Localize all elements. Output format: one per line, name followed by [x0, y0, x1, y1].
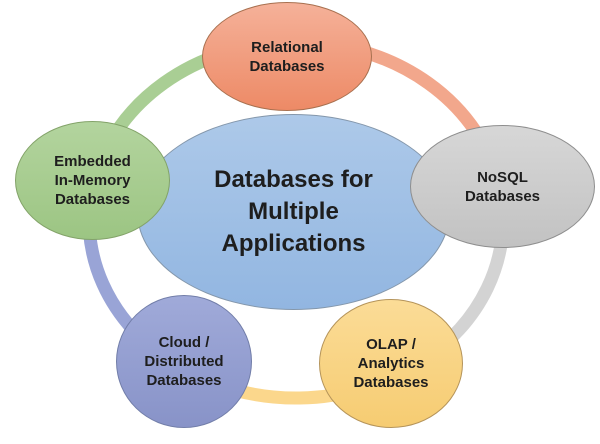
node-nosql-databases: NoSQL Databases [410, 125, 595, 248]
node-label-relational: Relational Databases [249, 38, 325, 75]
center-node-databases-for-multiple-applications: Databases for Multiple Applications [137, 114, 450, 310]
center-node-label: Databases for Multiple Applications [214, 166, 373, 257]
node-label-cloud: Cloud / Distributed Databases [144, 334, 224, 389]
node-label-nosql: NoSQL Databases [464, 168, 541, 205]
node-embedded-in-memory-databases: Embedded In-Memory Databases [15, 121, 170, 240]
node-label-embedded: Embedded In-Memory Databases [54, 153, 131, 208]
node-label-olap: OLAP / Analytics Databases [353, 336, 429, 391]
node-olap-analytics-databases: OLAP / Analytics Databases [319, 299, 463, 428]
node-relational-databases: Relational Databases [202, 2, 372, 111]
node-cloud-distributed-databases: Cloud / Distributed Databases [116, 295, 252, 428]
